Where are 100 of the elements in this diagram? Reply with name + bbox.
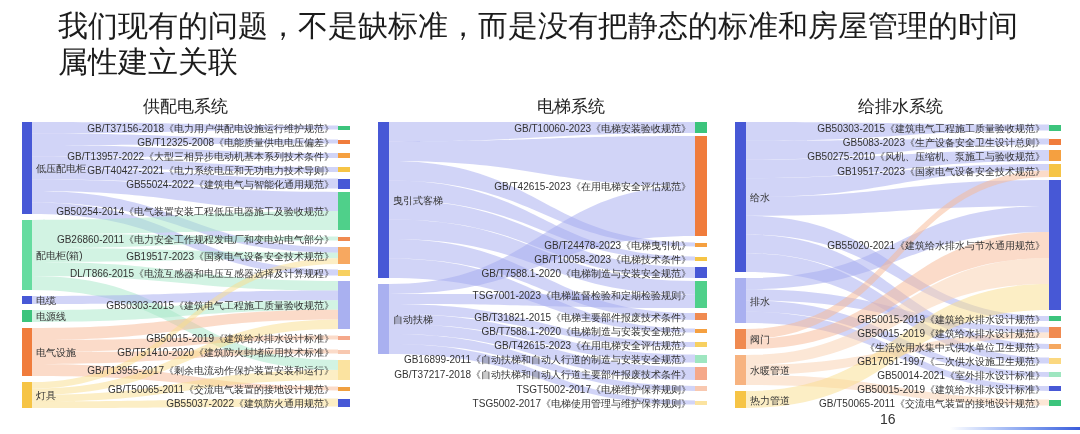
sankey-flow xyxy=(746,164,1049,197)
sankey-flow xyxy=(389,200,695,278)
standard-label: GB/T31821-2015《电梯主要部件报废技术条件》 xyxy=(474,311,691,322)
sankey-flow xyxy=(389,239,695,320)
sankey-flow xyxy=(746,138,1049,160)
equipment-label: 阀门 xyxy=(750,333,770,345)
sankey-flow xyxy=(746,284,1049,408)
standard-label: GB/T37156-2018《电力用户供配电设施运行维护规范》 xyxy=(87,122,334,133)
standard-label: GB/T40427-2021《电力系统电压和无功电力技术导则》 xyxy=(87,164,334,175)
standard-label: GB/T51410-2020《建筑防火封堵应用技术标准》 xyxy=(117,346,334,357)
sankey-flow xyxy=(32,309,338,340)
sankey-flow xyxy=(746,215,1049,321)
sankey-flow xyxy=(746,206,1049,290)
equipment-label: 电缆 xyxy=(36,294,56,306)
sankey-flow xyxy=(746,150,1049,179)
equipment-label: 配电柜(箱) xyxy=(36,249,83,261)
chart-title: 供配电系统 xyxy=(142,97,228,117)
equipment-label: 电源线 xyxy=(36,310,66,322)
sankey-flow xyxy=(32,122,338,134)
standard-label: GB55037-2022《建筑防火通用规范》 xyxy=(166,397,334,408)
sankey-flow xyxy=(389,294,695,308)
sankey-flow xyxy=(746,332,1049,375)
sankey-flow xyxy=(32,290,338,304)
standard-label: GB50015-2019《建筑给水排水设计规范》 xyxy=(857,327,1045,338)
sankey-flow xyxy=(746,300,1049,377)
sankey-flow xyxy=(32,179,338,211)
sankey-flow xyxy=(32,370,338,402)
standard-label: GB/T50065-2011《交流电气装置的接地设计规范》 xyxy=(108,383,334,394)
sankey-flow xyxy=(32,191,338,253)
sankey-flow xyxy=(32,258,338,389)
equipment-label: 热力管道 xyxy=(750,394,790,405)
sankey-flow xyxy=(32,364,338,391)
standard-label: GB50303-2015《建筑电气工程施工质量验收规范》 xyxy=(817,122,1045,133)
sankey-flow xyxy=(389,219,695,295)
equipment-label: 电气设施 xyxy=(36,346,76,358)
sankey-flow xyxy=(746,122,1049,141)
sankey-flow xyxy=(32,335,338,352)
equipment-label: 排水 xyxy=(750,295,770,306)
sankey-flow xyxy=(32,156,338,172)
sankey-flow xyxy=(746,180,1049,216)
sankey-flow xyxy=(32,300,338,322)
standard-label: GB/T13955-2017《剩余电流动作保护装置安装和运行》 xyxy=(87,364,334,376)
standard-label: GB/T13957-2022《大型三相异步电动机基本系列技术条件》 xyxy=(67,150,334,161)
sankey-flow xyxy=(32,248,338,262)
standard-label: TSGT5002-2017《电梯维护保养规则》 xyxy=(516,383,691,394)
standard-label: GB19517-2023《国家电气设备安全技术规范》 xyxy=(126,250,334,261)
sankey-flow xyxy=(32,262,338,291)
sankey-flow xyxy=(32,349,338,364)
sankey-flow xyxy=(389,324,695,380)
sankey-flow xyxy=(389,304,695,347)
chart-title: 给排水系统 xyxy=(857,97,943,117)
sankey-flow xyxy=(32,276,338,370)
standard-label: DL/T866-2015《电流互感器和电压互感器选择及计算规程》 xyxy=(70,267,334,278)
standard-label: GB/T10058-2023《电梯技术条件》 xyxy=(534,253,691,264)
standard-label: GB55020-2021《建筑给水排水与节水通用规范》 xyxy=(827,239,1045,251)
standard-label: GB17051-1997《二次供水设施卫生规范》 xyxy=(857,355,1045,366)
sankey-flow xyxy=(746,375,1049,406)
standard-label: GB/T7588.1-2020《电梯制造与安装安全规范》 xyxy=(481,325,691,336)
standard-label: GB50275-2010《风机、压缩机、泵施工与验收规范》 xyxy=(807,150,1045,161)
sankey-flow xyxy=(746,289,1049,333)
slide-title: 我们现有的问题，不是缺标准，而是没有把静态的标准和房屋管理的时间属性建立关联 xyxy=(58,8,1019,80)
sankey-flow xyxy=(389,180,695,261)
equipment-label: 水暖管道 xyxy=(750,364,790,376)
sankey-flow xyxy=(389,161,695,247)
sankey-flow xyxy=(32,398,338,408)
sankey-flow xyxy=(389,258,695,333)
standard-label: GB/T42615-2023《在用电梯安全评估规范》 xyxy=(494,339,691,350)
equipment-label: 灯具 xyxy=(36,389,56,401)
standard-label: GB/T42615-2023《在用电梯安全评估规范》 xyxy=(494,180,691,192)
equipment-label: 给水 xyxy=(750,191,770,203)
page-number: 16 xyxy=(880,411,896,427)
equipment-label: 曳引式客梯 xyxy=(393,194,443,206)
standard-label: GB/T7588.1-2020《电梯制造与安装安全规范》 xyxy=(481,267,691,278)
standard-label: TSG5002-2017《电梯使用管理与维护保养规则》 xyxy=(472,397,691,408)
standard-label: GB5083-2023《生产设备安全卫生设计总则》 xyxy=(842,136,1045,147)
standard-label: GB/T37217-2018《自动扶梯和自动人行道主要部件报废技术条件》 xyxy=(394,368,691,379)
standard-label: GB50015-2019《建筑给水排水设计标准》 xyxy=(146,332,334,343)
sankey-flow xyxy=(32,234,338,248)
equipment-label: 低压配电柜 xyxy=(36,162,86,174)
standard-label: GB16899-2011《自动扶梯和自动人行道的制造与安装安全规范》 xyxy=(403,353,691,364)
sankey-flow xyxy=(389,136,695,186)
standard-label: GB19517-2023《国家电气设备安全技术规范》 xyxy=(837,165,1045,176)
sankey-flow xyxy=(32,133,338,145)
sankey-flow xyxy=(389,314,695,363)
sankey-flow xyxy=(32,202,338,276)
sankey-flow xyxy=(389,186,695,294)
sankey-flow xyxy=(32,319,338,395)
standard-label: GB/T10060-2023《电梯安装验收规范》 xyxy=(514,122,691,133)
standard-label: GB55024-2022《建筑电气与智能化通用规范》 xyxy=(126,178,334,189)
sankey-flow xyxy=(746,170,1049,339)
standard-label: 《生活饮用水集中式供水单位卫生规范》 xyxy=(865,341,1045,352)
sankey-flow xyxy=(32,168,338,189)
sankey-flow xyxy=(389,334,695,391)
standard-label: GB/T24478-2023《电梯曳引机》 xyxy=(544,239,691,250)
standard-label: GB50015-2019《建筑给水排水设计规范》 xyxy=(857,313,1045,324)
sankey-flow xyxy=(389,122,695,142)
chart-title: 电梯系统 xyxy=(537,97,605,117)
standard-label: GB26860-2011《电力安全工作规程发电厂和变电站电气部分》 xyxy=(56,233,334,244)
equipment-label: 自动扶梯 xyxy=(393,313,433,325)
standard-label: GB50303-2015《建筑电气工程施工质量验收规范》 xyxy=(106,299,334,311)
